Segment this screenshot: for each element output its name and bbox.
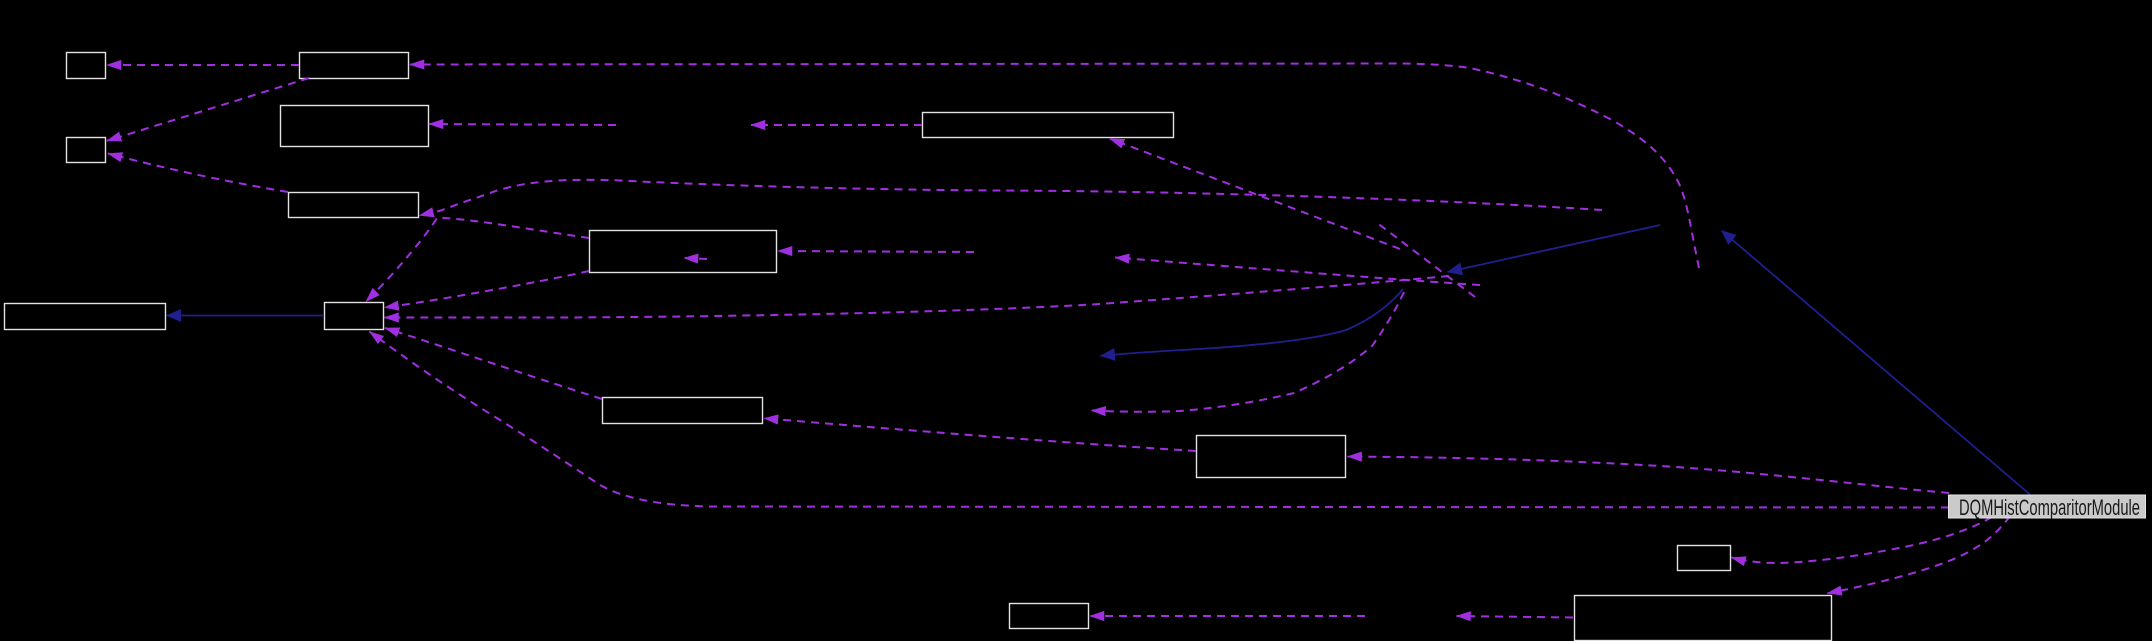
- svg-text:DQMHistComparitorModule: DQMHistComparitorModule: [1959, 495, 2140, 520]
